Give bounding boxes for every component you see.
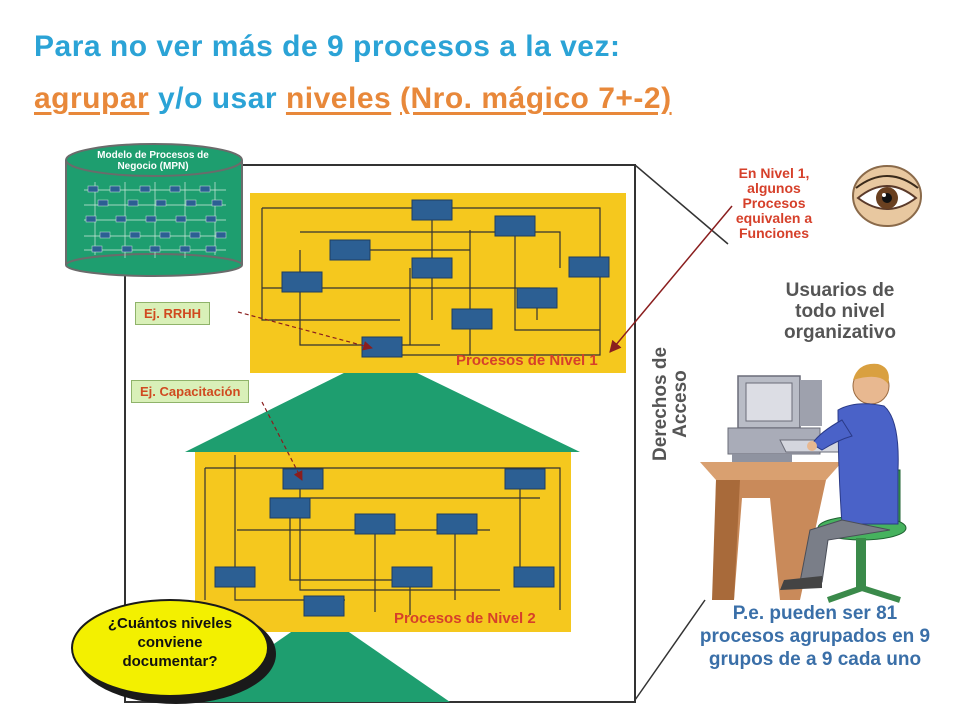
arrow-eye-note [609,205,733,353]
level1-label: Procesos de Nivel 1 [456,352,598,369]
level1-process-boxes [281,199,610,358]
users-label: Usuarios de todo nivel organizativo [784,280,896,343]
question-text: ¿Cuántos niveles conviene documentar? [107,615,233,670]
database-cylinder-icon [65,143,243,277]
slide-title-line1: Para no ver más de 9 procesos a la vez: [34,30,621,63]
user-at-computer-icon [700,363,907,603]
access-rights-label: Derechos de Acceso [650,346,691,462]
perspective-line-top [634,164,729,245]
perspective-line-bottom [634,599,706,701]
eye-note: En Nivel 1, algunos Procesos equivalen a… [735,165,813,241]
level2-label: Procesos de Nivel 2 [394,610,536,627]
example-rrhh-box: Ej. RRHH [135,302,211,325]
eye-icon [852,165,922,227]
title-yo-usar: y/o usar [158,82,278,115]
title-niveles: niveles [285,82,392,115]
arrow-capacitacion [261,401,303,481]
pyramid-level1 [185,355,580,452]
cylinder-label: Modelo de Procesos de Negocio (MPN) [97,150,209,172]
example-capacitacion-box: Ej. Capacitación [131,380,250,403]
title-magic-number: (Nro. mágico 7+-2) [400,82,672,115]
arrow-rrhh [237,311,373,351]
question-bubble [71,599,276,704]
level2-process-boxes [214,468,555,617]
slide-title-line2: agrupar y/o usar niveles (Nro. mágico 7+… [34,82,672,116]
example-note: P.e. pueden ser 81 procesos agrupados en… [699,603,931,670]
title-agrupar: agrupar [34,82,150,115]
level2-connectors [204,455,561,615]
